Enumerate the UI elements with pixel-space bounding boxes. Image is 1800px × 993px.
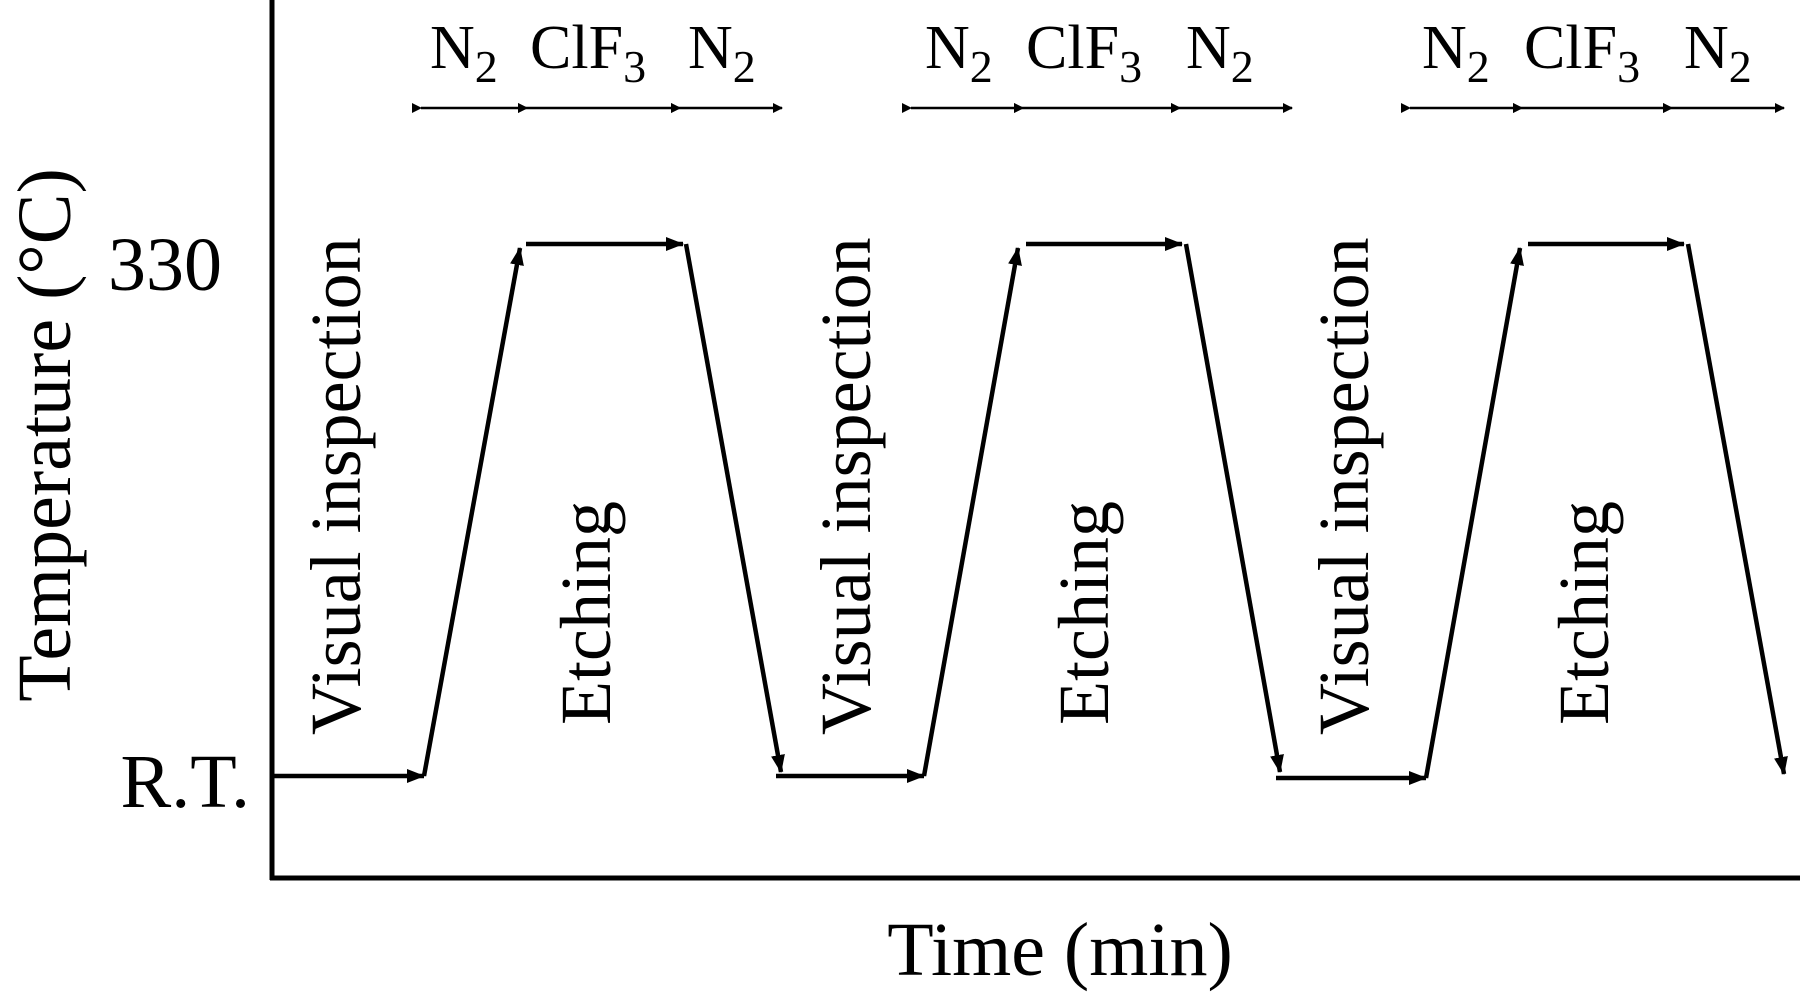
y-tick-rt: R.T. — [121, 740, 250, 824]
gas-label-clf3: ClF3 — [530, 14, 646, 92]
gas-label-n2: N2 — [688, 14, 756, 92]
y-tick-330: 330 — [108, 223, 222, 307]
etching-label: Etching — [546, 501, 626, 725]
phase-labels: Visual inspection Etching Visual inspect… — [296, 237, 1624, 735]
gas-labels: N2 ClF3 N2 N2 ClF3 N2 N2 ClF3 N2 — [430, 14, 1752, 92]
gas-label-n2: N2 — [1684, 14, 1752, 92]
visual-inspection-label: Visual inspection — [1304, 237, 1384, 735]
y-axis-title: Temperature (°C) — [3, 168, 87, 702]
gas-label-n2: N2 — [925, 14, 993, 92]
gas-label-n2: N2 — [430, 14, 498, 92]
visual-inspection-label: Visual inspection — [806, 237, 886, 735]
x-axis-title: Time (min) — [887, 908, 1233, 992]
gas-label-n2: N2 — [1422, 14, 1490, 92]
gas-label-clf3: ClF3 — [1524, 14, 1640, 92]
visual-inspection-label: Visual inspection — [296, 237, 376, 735]
etching-label: Etching — [1544, 501, 1624, 725]
gas-label-clf3: ClF3 — [1026, 14, 1142, 92]
temperature-profile — [274, 237, 1788, 785]
gas-label-n2: N2 — [1186, 14, 1254, 92]
etching-label: Etching — [1044, 501, 1124, 725]
